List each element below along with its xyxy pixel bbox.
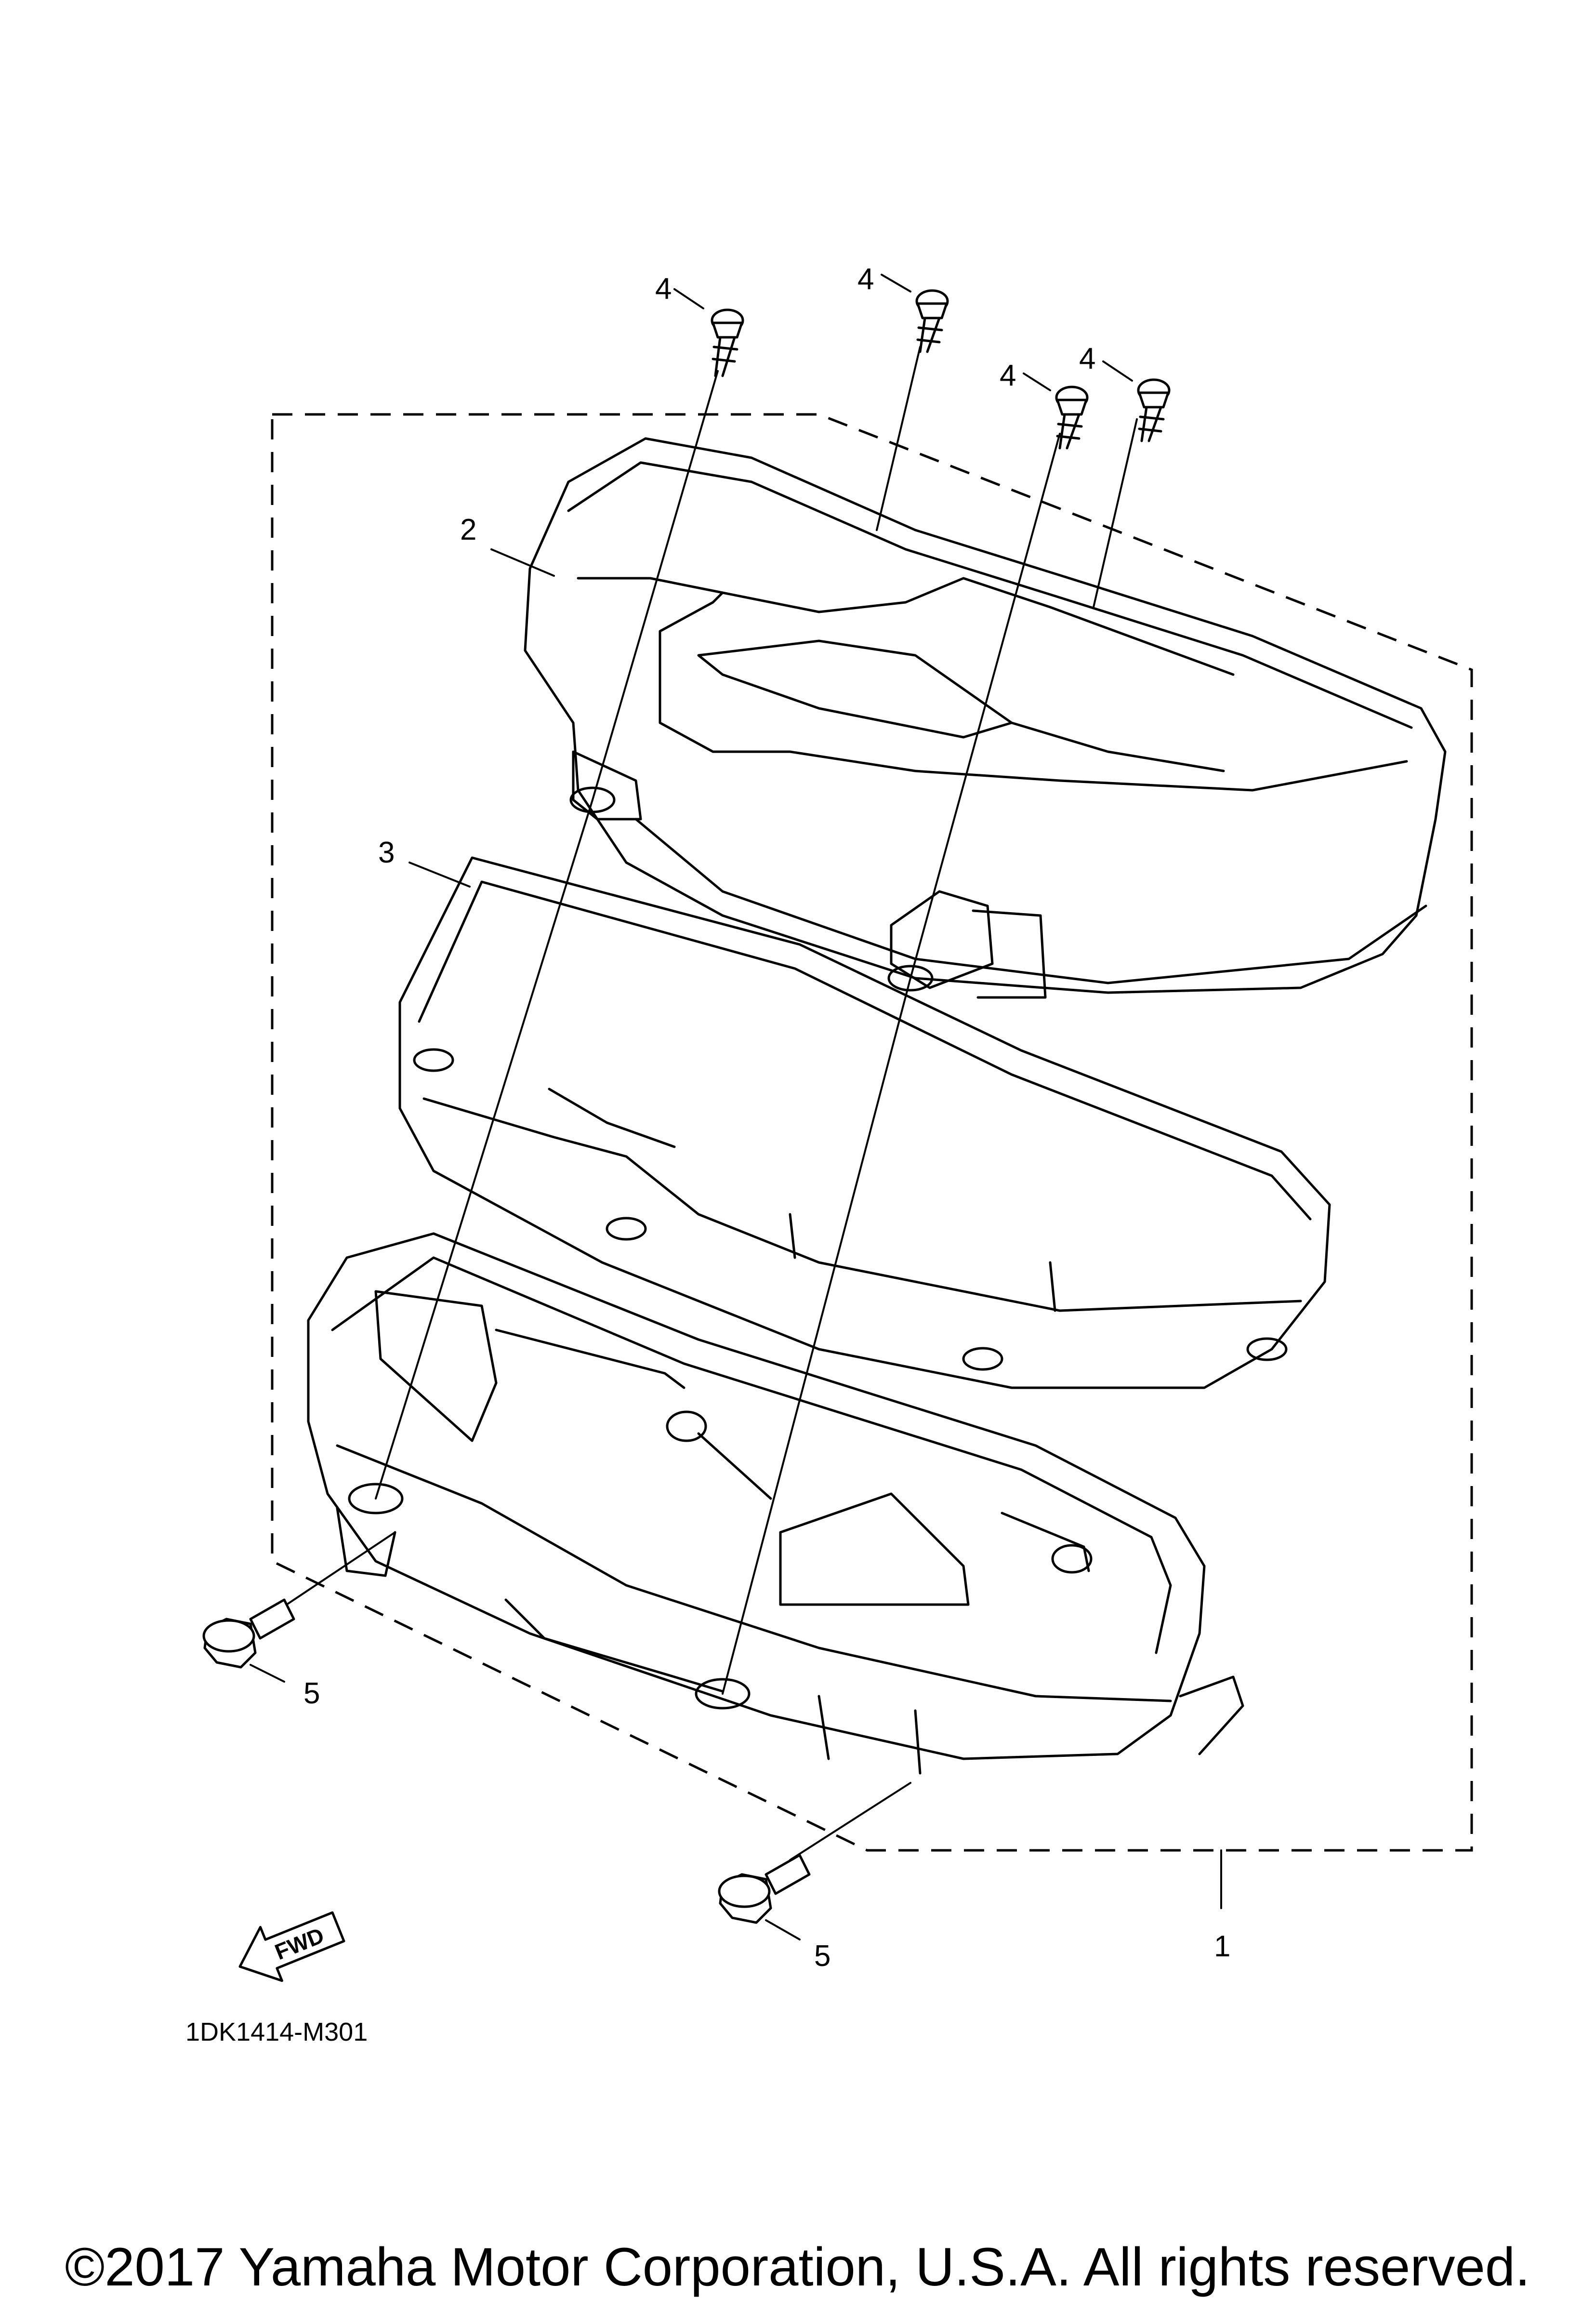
screw-4a-icon bbox=[711, 308, 744, 377]
copyright-notice: ©2017 Yamaha Motor Corporation, U.S.A. A… bbox=[65, 2237, 1530, 2297]
assembly-boundary-dashed bbox=[271, 413, 1473, 1852]
screw-4b-icon bbox=[915, 289, 949, 353]
callout-4b: 4 bbox=[857, 263, 874, 296]
callout-3: 3 bbox=[378, 836, 395, 869]
screw-4-group: 4 4 4 4 bbox=[375, 263, 1171, 1695]
leader-line-3 bbox=[409, 862, 471, 888]
lower-case-housing bbox=[307, 1232, 1244, 1775]
screw-4d-icon bbox=[1137, 378, 1171, 442]
callout-1: 1 bbox=[1214, 1930, 1230, 1963]
bolt-5a-icon bbox=[202, 1598, 295, 1669]
lens-cover bbox=[398, 856, 1331, 1389]
screw-4c-icon bbox=[1055, 385, 1089, 450]
callout-5b: 5 bbox=[814, 1939, 830, 1973]
callout-4a: 4 bbox=[655, 272, 672, 305]
callout-2: 2 bbox=[460, 513, 476, 546]
meter-cover bbox=[524, 437, 1447, 999]
fwd-arrow-icon: FWD bbox=[238, 1911, 345, 1982]
callout-4c: 4 bbox=[1000, 359, 1016, 392]
callout-4d: 4 bbox=[1079, 342, 1095, 375]
diagram-code: 1DK1414-M301 bbox=[185, 2018, 368, 2046]
bolt-5-group: 5 5 bbox=[202, 1531, 911, 1973]
bolt-5b-icon bbox=[718, 1854, 811, 1924]
callout-5a: 5 bbox=[303, 1677, 320, 1710]
leader-line-2 bbox=[490, 548, 555, 577]
